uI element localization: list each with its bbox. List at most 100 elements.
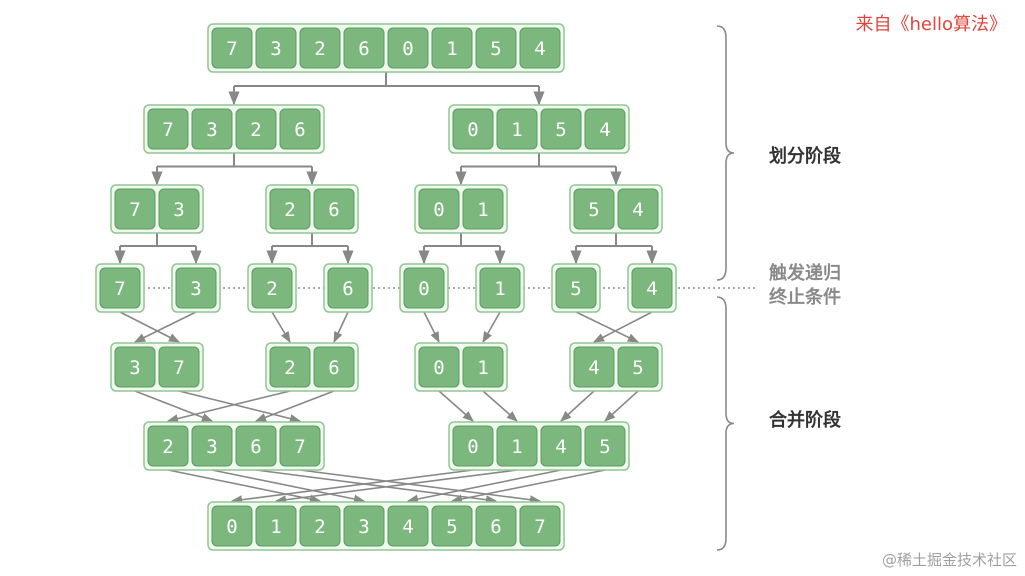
group-frame	[448, 421, 630, 471]
cell	[147, 108, 189, 150]
cell-value: 7	[162, 119, 173, 141]
cell-value: 5	[555, 119, 566, 141]
merge-arrow	[575, 311, 640, 343]
cell-value: 1	[511, 436, 522, 458]
cell	[475, 505, 517, 547]
cell	[617, 188, 659, 230]
group-L3-G7: 4	[627, 263, 677, 313]
cell	[475, 27, 517, 69]
cell	[251, 267, 293, 309]
cell-value: 0	[402, 38, 413, 60]
cell-value: 3	[206, 119, 217, 141]
stage-label-merge: 合并阶段	[769, 410, 841, 431]
cell	[519, 27, 561, 69]
cell	[299, 505, 341, 547]
cell	[452, 108, 494, 150]
merge-arrow	[593, 311, 653, 343]
group-L3-G0: 7	[95, 263, 145, 313]
cell	[269, 188, 311, 230]
merge-arrow	[230, 469, 474, 505]
cell	[269, 346, 311, 388]
cell-value: 4	[632, 199, 643, 221]
cell	[313, 346, 355, 388]
cell-value: 3	[206, 436, 217, 458]
merge-arrow	[274, 469, 518, 505]
merge-arrow	[133, 311, 197, 343]
group-frame	[143, 104, 325, 154]
cell-value: 7	[173, 357, 184, 379]
stage-label-base-case: 触发递归 终止条件	[769, 262, 841, 310]
cell-value: 4	[402, 516, 413, 538]
cell	[255, 505, 297, 547]
cell-value: 1	[477, 199, 488, 221]
cell	[496, 108, 538, 150]
cell-value: 0	[467, 119, 478, 141]
merge-arrow	[211, 469, 366, 504]
cell-value: 7	[114, 278, 125, 300]
merge-arrow	[482, 390, 518, 422]
cell	[211, 27, 253, 69]
cell	[431, 27, 473, 69]
cell	[418, 188, 460, 230]
cell	[573, 188, 615, 230]
stage-label-base-case-line1: 触发递归	[769, 263, 841, 284]
cell	[158, 346, 200, 388]
merge-arrow	[271, 311, 291, 343]
cell-value: 4	[588, 357, 599, 379]
cell	[279, 425, 321, 467]
cell	[519, 505, 561, 547]
cell-value: 1	[494, 278, 505, 300]
cell	[555, 267, 597, 309]
merge-arrow	[482, 311, 501, 343]
cell	[540, 425, 582, 467]
stage-label-divide: 划分阶段	[769, 146, 841, 167]
stage-braces	[716, 25, 735, 551]
cell	[114, 188, 156, 230]
cell-value: 4	[599, 119, 610, 141]
merge-arrow	[450, 469, 606, 504]
cell-value: 7	[534, 516, 545, 538]
cell-value: 3	[358, 516, 369, 538]
cell-value: 6	[358, 38, 369, 60]
cell	[191, 108, 233, 150]
cell-value: 0	[226, 516, 237, 538]
source-label: 来自《hello算法》	[855, 14, 1008, 35]
cell-value: 7	[129, 199, 140, 221]
merge-arrow	[119, 311, 180, 343]
cell-value: 7	[226, 38, 237, 60]
cell	[479, 267, 521, 309]
cell-value: 4	[646, 278, 657, 300]
cell-value: 6	[250, 436, 261, 458]
group-L3-G1: 3	[171, 263, 221, 313]
cell	[147, 425, 189, 467]
group-L3-G6: 5	[551, 263, 601, 313]
cell	[158, 188, 200, 230]
cell	[387, 27, 429, 69]
cell	[573, 346, 615, 388]
cell-value: 1	[477, 357, 488, 379]
group-frame	[448, 104, 630, 154]
cell-value: 5	[632, 357, 643, 379]
cell-value: 1	[446, 38, 457, 60]
cell	[343, 505, 385, 547]
cell	[299, 27, 341, 69]
merge-arrow	[167, 469, 322, 504]
merge-arrow	[134, 390, 214, 422]
cell	[313, 188, 355, 230]
merge-arrow	[438, 390, 474, 422]
cell	[191, 425, 233, 467]
cell-value: 0	[433, 199, 444, 221]
cell	[584, 425, 626, 467]
merge-arrow	[178, 390, 302, 423]
cell-value: 6	[294, 119, 305, 141]
